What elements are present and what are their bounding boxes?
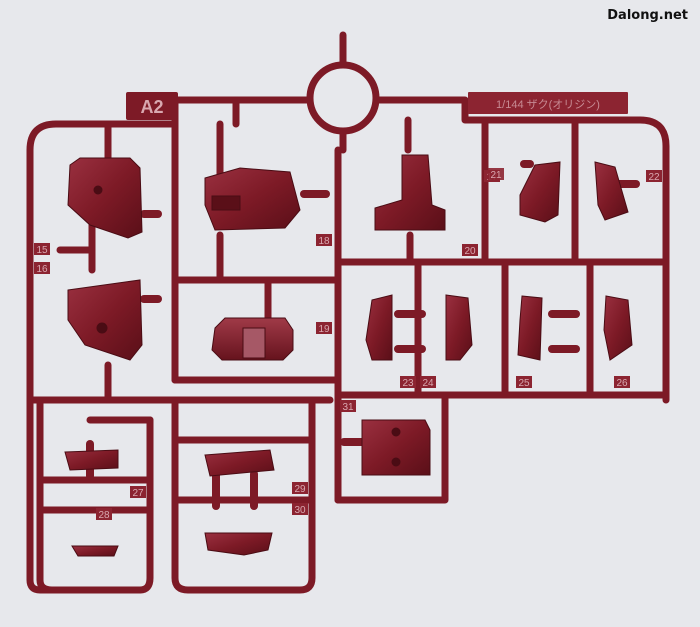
part-leg-upper xyxy=(67,157,143,239)
title-plate-text: 1/144 ザク(オリジン) xyxy=(496,98,600,111)
part-number-25: 25 xyxy=(516,376,532,389)
part-backpack xyxy=(374,154,446,231)
part-number-28: 28 xyxy=(96,508,112,521)
part-number-20: 20 xyxy=(462,244,478,257)
part-arm-23 xyxy=(365,294,393,361)
part-number-18: 18 xyxy=(316,234,332,247)
part-number-27: 27 xyxy=(130,486,146,499)
part-box-31 xyxy=(361,419,431,476)
part-arm-25 xyxy=(517,295,543,361)
part-number-16: 16 xyxy=(34,262,50,275)
svg-text:21: 21 xyxy=(490,170,502,181)
sprue-tag-label: A2 xyxy=(140,97,163,117)
part-number-26: 26 xyxy=(614,376,630,389)
part-number-24: 24 xyxy=(420,376,436,389)
part-number-30: 30 xyxy=(292,503,308,516)
part-number-15: 15 xyxy=(34,243,50,256)
runner-ring xyxy=(306,61,380,135)
part-foot-27 xyxy=(64,449,119,471)
gate-stubs xyxy=(86,160,640,510)
sprue-tag: A2 xyxy=(126,92,178,120)
part-leg-lower xyxy=(67,279,143,361)
svg-text:28: 28 xyxy=(98,510,110,521)
svg-text:27: 27 xyxy=(132,488,144,499)
part-number-21: 21 xyxy=(488,168,504,181)
part-chest xyxy=(204,167,301,231)
part-shoulder-left xyxy=(519,161,561,223)
svg-text:25: 25 xyxy=(518,378,530,389)
parts xyxy=(64,154,633,557)
part-foot-28 xyxy=(71,545,119,557)
part-skirt-30 xyxy=(204,532,273,556)
svg-text:22: 22 xyxy=(648,172,660,183)
svg-text:23: 23 xyxy=(402,378,414,389)
part-number-19: 19 xyxy=(316,322,332,335)
svg-text:26: 26 xyxy=(616,378,628,389)
part-number-tabs: 15 16 17 18 19 20 21 22 23 24 25 26 27 2… xyxy=(34,168,662,521)
svg-text:30: 30 xyxy=(294,505,306,516)
part-number-31: 31 xyxy=(340,400,356,413)
svg-text:24: 24 xyxy=(422,378,434,389)
part-number-22: 22 xyxy=(646,170,662,183)
svg-text:31: 31 xyxy=(342,402,354,413)
sprue-runners xyxy=(26,31,670,594)
svg-text:20: 20 xyxy=(464,246,476,257)
svg-text:18: 18 xyxy=(318,236,330,247)
part-number-29: 29 xyxy=(292,482,308,495)
part-number-23: 23 xyxy=(400,376,416,389)
svg-text:15: 15 xyxy=(36,245,48,256)
svg-text:19: 19 xyxy=(318,324,330,335)
part-arm-24 xyxy=(445,294,473,361)
part-skirt-29 xyxy=(204,449,275,477)
svg-text:16: 16 xyxy=(36,264,48,275)
svg-text:29: 29 xyxy=(294,484,306,495)
watermark: Dalong.net xyxy=(607,8,688,23)
part-arm-26 xyxy=(603,295,633,361)
title-plate: 1/144 ザク(オリジン) xyxy=(468,92,628,114)
part-shoulder-right xyxy=(594,161,629,221)
